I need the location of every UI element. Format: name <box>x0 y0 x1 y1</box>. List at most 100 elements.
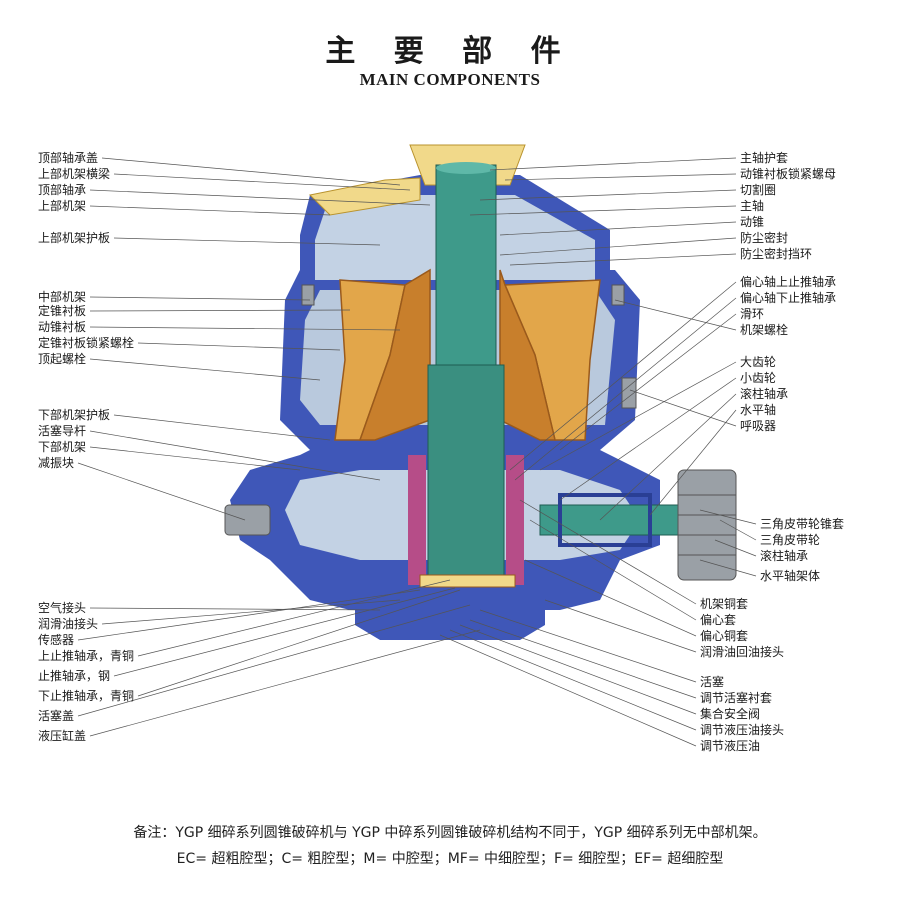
horizontal-shaft-housing <box>558 493 652 547</box>
left-label: 上部机架 <box>38 199 87 213</box>
left-label: 止推轴承，钢 <box>38 669 111 683</box>
main-shaft-upper <box>435 164 497 366</box>
page-title: 主 要 部 件 <box>325 34 575 69</box>
right-label: 防尘密封 <box>740 231 789 245</box>
right-label: 偏心轴上止推轴承 <box>740 275 837 289</box>
eccentric-bushing-right <box>506 455 524 585</box>
crusher-illustration <box>224 144 737 640</box>
right-leader-line <box>539 361 737 471</box>
right-leader-line <box>629 389 737 427</box>
left-label: 下部机架护板 <box>38 408 111 422</box>
right-label: 活塞 <box>700 675 725 689</box>
right-leader-line <box>509 253 737 266</box>
right-label: 偏心铜套 <box>700 629 749 643</box>
left-label: 上止推轴承，青铜 <box>38 649 135 663</box>
thrust-bearing <box>419 574 516 588</box>
left-label: 顶部轴承 <box>38 183 87 197</box>
left-leader-line <box>77 589 421 641</box>
left-leader-line <box>137 342 341 351</box>
right-label: 调节液压油 <box>700 739 761 753</box>
left-leader-line <box>77 604 471 717</box>
left-label: 上部机架护板 <box>38 231 111 245</box>
left-label: 活塞导杆 <box>38 424 87 438</box>
right-leader-line <box>469 205 737 216</box>
left-label: 减振块 <box>38 456 75 470</box>
right-label: 切割圈 <box>740 183 777 197</box>
right-label: 动锥 <box>740 215 765 229</box>
right-leader-line <box>599 393 737 521</box>
left-label: 上部机架横梁 <box>38 167 111 181</box>
right-leader-line <box>504 173 737 181</box>
left-label: 下部机架 <box>38 440 87 454</box>
right-label: 小齿轮 <box>740 371 777 385</box>
leader-lines <box>77 157 757 747</box>
right-leader-line <box>719 519 757 541</box>
right-label: 三角皮带轮 <box>760 533 821 547</box>
right-leader-line <box>459 624 697 715</box>
right-leader-line <box>469 619 697 699</box>
left-label: 顶部轴承盖 <box>38 151 99 165</box>
right-label: 集合安全阀 <box>700 707 761 721</box>
note-line-1: 备注：YGP 细碎系列圆锥破碎机与 YGP 中碎系列圆锥破碎机结构不同于，YGP… <box>133 825 767 841</box>
right-label: 滚柱轴承 <box>740 387 789 401</box>
left-leader-line <box>89 446 301 471</box>
left-label: 润滑油接头 <box>38 617 99 631</box>
left-leader-line <box>89 607 381 611</box>
left-label: 顶起螺栓 <box>38 352 87 366</box>
right-leader-line <box>699 559 757 577</box>
right-leader-line <box>714 539 757 557</box>
left-leader-line <box>89 296 311 301</box>
main-shaft-top <box>436 162 496 174</box>
left-leader-line <box>89 309 351 312</box>
right-label: 机架螺栓 <box>740 323 789 337</box>
right-leader-line <box>514 297 737 481</box>
left-label: 定锥衬板锁紧螺栓 <box>38 336 135 350</box>
breather <box>621 377 637 409</box>
right-label: 动锥衬板锁紧螺母 <box>740 167 837 181</box>
left-label: 空气接头 <box>38 601 87 615</box>
eccentric-bushing-left <box>408 455 426 585</box>
right-label: 偏心轴下止推轴承 <box>740 291 837 305</box>
note-line-2: EC= 超粗腔型；C= 粗腔型；M= 中腔型；MF= 中细腔型；F= 细腔型；E… <box>176 851 724 867</box>
left-leader-line <box>89 189 431 206</box>
left-label: 中部机架 <box>38 290 87 304</box>
right-leader-line <box>449 629 697 731</box>
right-label: 三角皮带轮锥套 <box>760 517 845 531</box>
left-label: 液压缸盖 <box>38 729 87 743</box>
left-leader-line <box>113 173 411 191</box>
left-label: 下止推轴承，青铜 <box>38 689 135 703</box>
right-label: 调节活塞衬套 <box>700 691 773 705</box>
right-leader-line <box>544 599 697 653</box>
right-leader-line <box>559 377 737 501</box>
right-leader-line <box>479 189 737 201</box>
right-leader-line <box>499 221 737 236</box>
left-leader-line <box>137 589 461 697</box>
vbelt-pulley <box>677 469 737 581</box>
right-leader-line <box>479 609 697 683</box>
right-label: 润滑油回油接头 <box>700 645 785 659</box>
right-leader-line <box>519 499 697 605</box>
left-leader-line <box>89 358 321 381</box>
left-label: 传感器 <box>38 633 75 647</box>
left-leader-line <box>101 157 401 186</box>
right-label: 防尘密封挡环 <box>740 247 813 261</box>
right-label: 机架铜套 <box>700 597 749 611</box>
right-leader-line <box>499 237 737 256</box>
right-leader-line <box>614 299 737 331</box>
right-leader-line <box>529 519 697 621</box>
right-label: 主轴 <box>740 199 765 213</box>
right-label: 偏心套 <box>700 613 737 627</box>
right-label: 滑环 <box>740 307 765 321</box>
right-label: 水平轴架体 <box>760 569 821 583</box>
left-label: 定锥衬板 <box>38 304 87 318</box>
right-leader-line <box>699 509 757 525</box>
left-leader-line <box>113 237 381 246</box>
right-leader-line <box>489 157 737 171</box>
right-label: 调节液压油接头 <box>700 723 785 737</box>
left-leader-line <box>89 430 381 481</box>
right-leader-line <box>509 281 737 471</box>
right-leader-line <box>649 409 737 516</box>
left-leader-line <box>137 579 451 657</box>
left-leader-line <box>113 414 331 441</box>
